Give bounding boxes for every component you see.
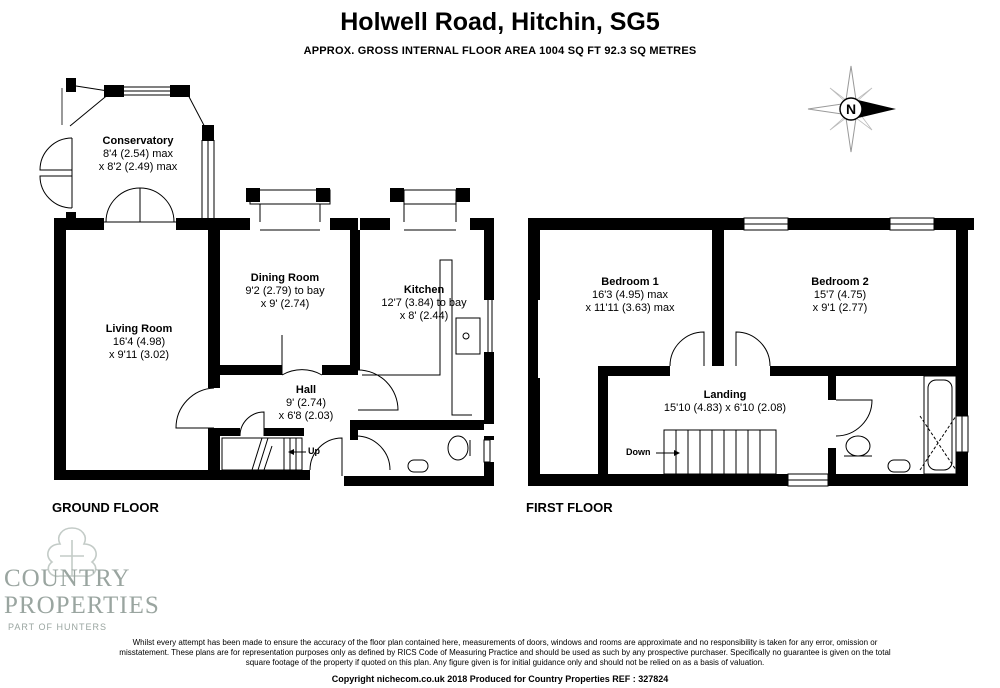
ground-floor-lines: [39, 85, 493, 476]
kitchen-dim1: 12'7 (3.84) to bay: [381, 297, 467, 309]
logo-text-properties: PROPERTIES: [4, 592, 160, 619]
stairs-up-label: Up: [308, 446, 320, 456]
bedroom2-dim1: 15'7 (4.75): [813, 289, 867, 301]
kitchen-label: Kitchen 12'7 (3.84) to bay x 8' (2.44): [362, 284, 486, 323]
landing-label: Landing 15'10 (4.83) x 6'10 (2.08): [640, 389, 810, 415]
kitchen-dim2: x 8' (2.44): [399, 310, 449, 322]
bedroom1-dim2: x 11'11 (3.63) max: [585, 302, 675, 314]
hall-name: Hall: [295, 384, 317, 396]
compass-letter: N: [846, 101, 856, 117]
logo-text-country: COUNTRY: [4, 565, 131, 592]
bedroom2-dim2: x 9'1 (2.77): [812, 302, 868, 314]
compass-icon: N: [807, 65, 896, 153]
first-floor-label: FIRST FLOOR: [526, 500, 613, 515]
bedroom1-label: Bedroom 1 16'3 (4.95) max x 11'11 (3.63)…: [560, 276, 700, 315]
hall-label: Hall 9' (2.74) x 6'8 (2.03): [256, 384, 356, 423]
living-room-dim1: 16'4 (4.98): [112, 336, 166, 348]
dining-room-dim1: 9'2 (2.79) to bay: [245, 285, 325, 297]
disclaimer-text: Whilst every attempt has been made to en…: [119, 638, 891, 667]
dining-room-name: Dining Room: [250, 272, 320, 284]
copyright-text: Copyright nichecom.co.uk 2018 Produced f…: [331, 674, 669, 684]
conservatory-name: Conservatory: [102, 135, 174, 147]
landing-dim1: 15'10 (4.83) x 6'10 (2.08): [663, 402, 787, 414]
bedroom2-name: Bedroom 2: [811, 276, 869, 288]
ground-floor-walls: [54, 78, 494, 486]
landing-name: Landing: [703, 389, 747, 401]
logo-text-part-of: PART OF HUNTERS: [8, 622, 108, 632]
logo-emblem-icon: [47, 527, 97, 578]
kitchen-name: Kitchen: [403, 284, 445, 296]
conservatory-dim1: 8'4 (2.54) max: [103, 148, 173, 160]
conservatory-dim2: x 8'2 (2.49) max: [98, 161, 178, 173]
dining-room-label: Dining Room 9'2 (2.79) to bay x 9' (2.74…: [220, 272, 350, 311]
hall-dim1: 9' (2.74): [285, 397, 326, 409]
dining-room-dim2: x 9' (2.74): [260, 298, 310, 310]
floor-area-subtitle: APPROX. GROSS INTERNAL FLOOR AREA 1004 S…: [303, 45, 697, 57]
bedroom1-dim1: 16'3 (4.95) max: [591, 289, 669, 301]
conservatory-label: Conservatory 8'4 (2.54) max x 8'2 (2.49)…: [80, 135, 196, 174]
stairs-down-label: Down: [626, 447, 651, 457]
living-room-label: Living Room 16'4 (4.98) x 9'11 (3.02): [70, 323, 208, 362]
bedroom2-label: Bedroom 2 15'7 (4.75) x 9'1 (2.77): [780, 276, 900, 315]
up-arrow: [288, 449, 306, 455]
page-title: Holwell Road, Hitchin, SG5: [340, 8, 660, 36]
down-arrow: [656, 450, 680, 456]
ground-floor-label: GROUND FLOOR: [52, 500, 159, 515]
hall-dim2: x 6'8 (2.03): [278, 410, 334, 422]
living-room-dim2: x 9'11 (3.02): [109, 349, 169, 361]
bedroom1-name: Bedroom 1: [601, 276, 659, 288]
living-room-name: Living Room: [105, 323, 173, 335]
first-floor-lines: [531, 217, 969, 487]
